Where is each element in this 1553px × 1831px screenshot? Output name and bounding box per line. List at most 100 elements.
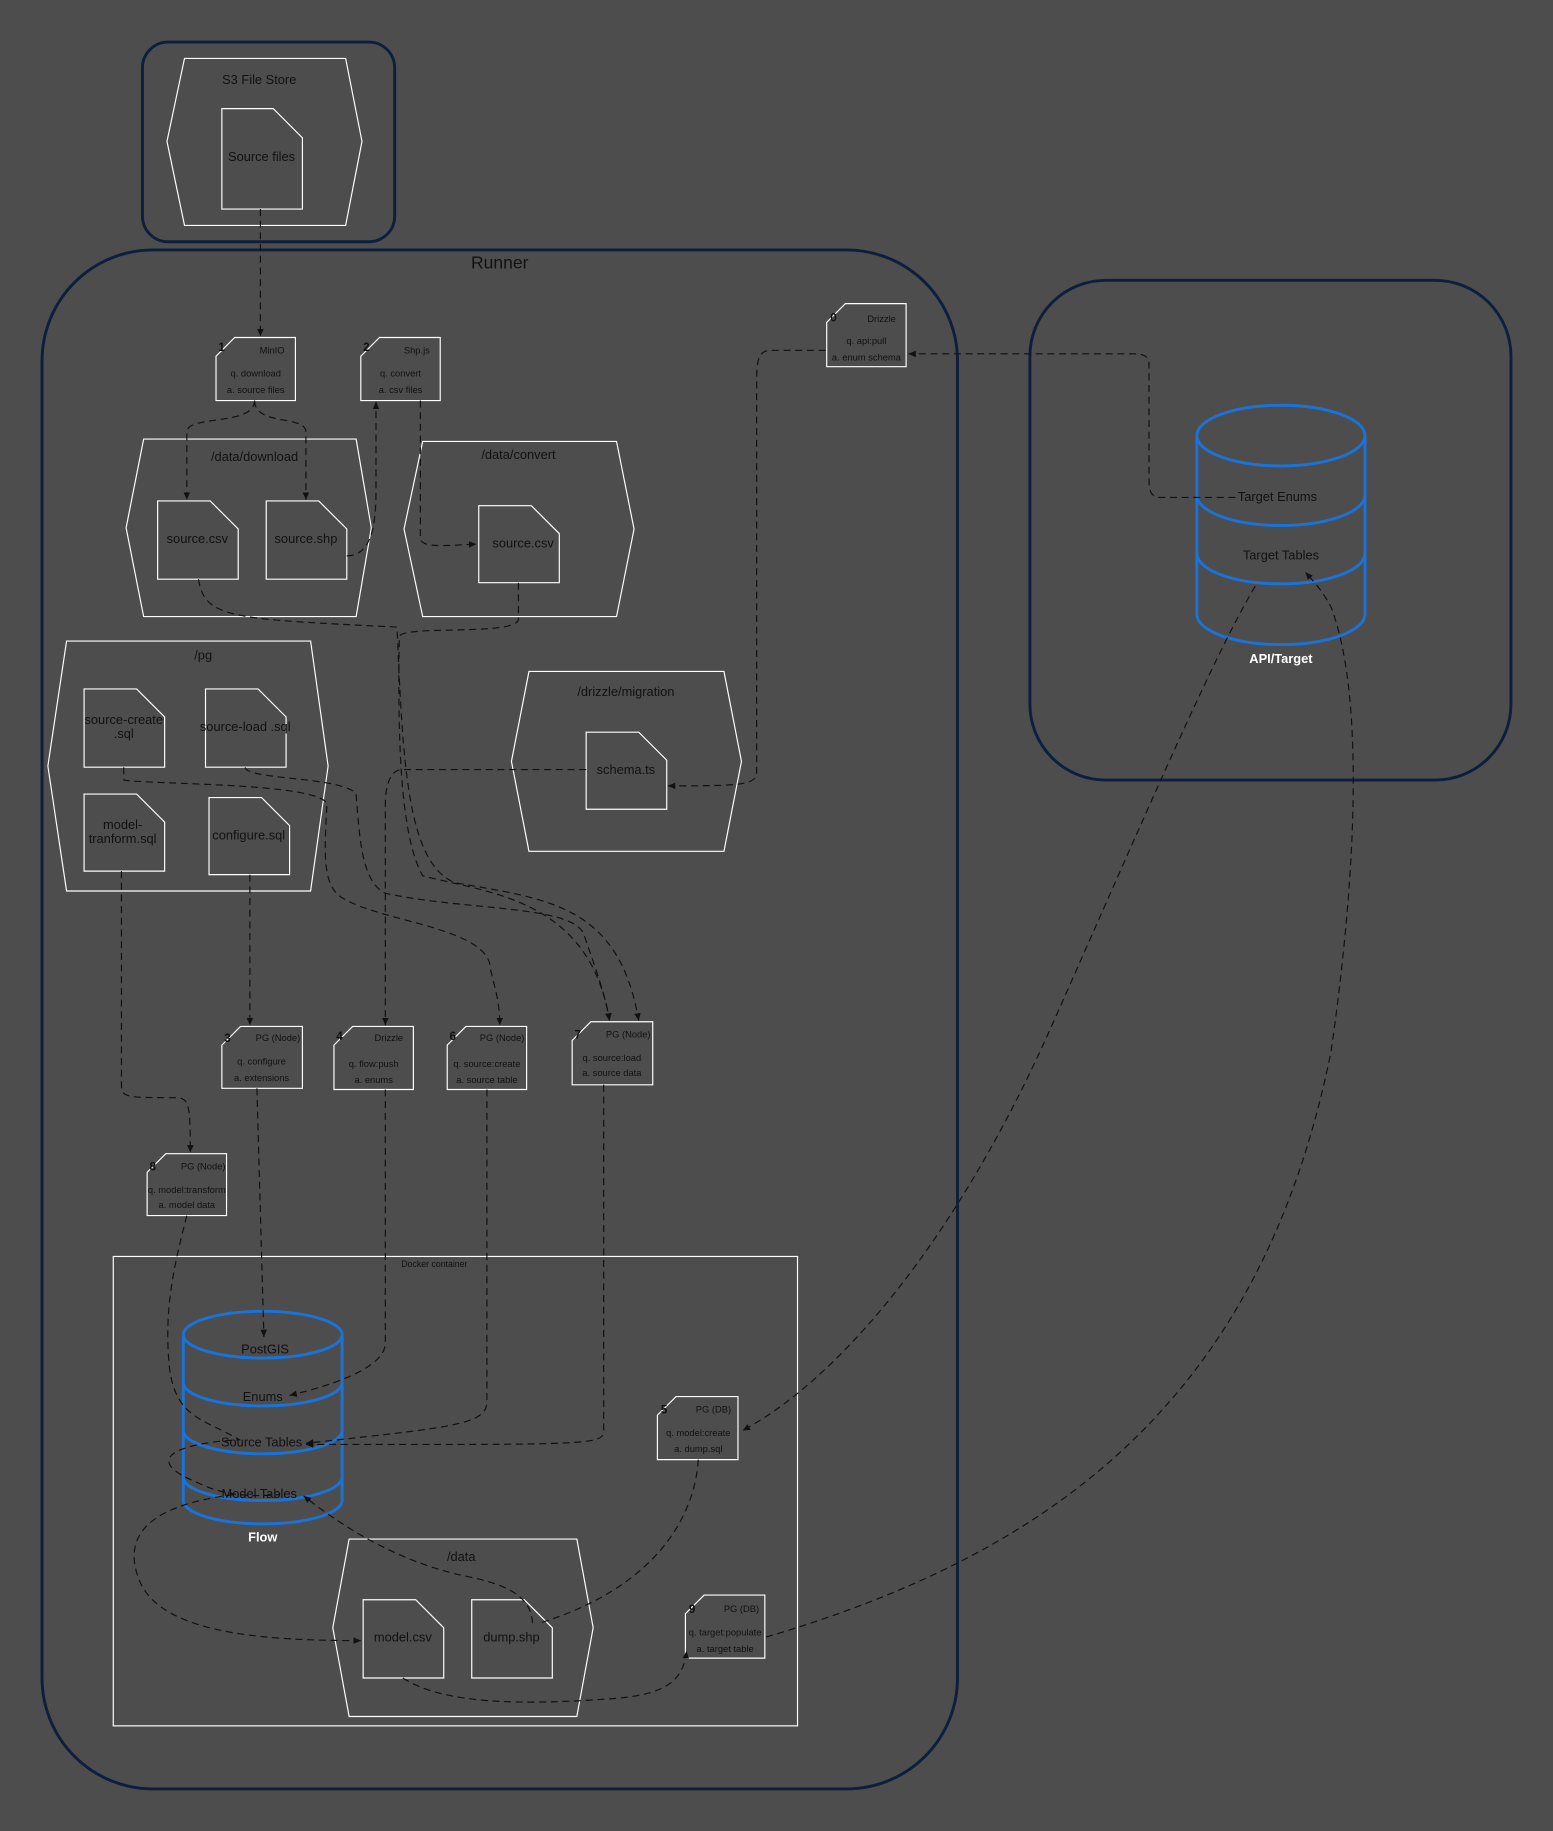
docker-container xyxy=(112,1255,799,1727)
convert-csv-label: source.csv xyxy=(492,537,554,552)
download-shp-label: source.shp xyxy=(274,532,338,547)
step-artifact: a. source data xyxy=(582,1067,642,1079)
step-number: 1 xyxy=(218,341,225,355)
step-artifact: a. source files xyxy=(226,384,285,396)
s3-folder-shape xyxy=(166,57,363,226)
step-artifact: a. target table xyxy=(696,1643,754,1655)
connector-minio-to-download-shp xyxy=(253,400,310,500)
connector-model-csv-to-step9 xyxy=(402,1651,689,1703)
step-tool: Drizzle xyxy=(374,1032,404,1044)
connector-schema-to-step4 xyxy=(382,768,587,1026)
connector-target-tables-to-step5 xyxy=(742,585,1256,1431)
dump-shp-label: dump.shp xyxy=(483,1631,540,1646)
step-card-shape xyxy=(826,303,907,368)
step-query: q. configure xyxy=(237,1056,286,1067)
file-shape xyxy=(204,688,287,768)
file-shape xyxy=(83,793,166,872)
flow-db-postgis: PostGIS xyxy=(241,1342,289,1357)
target-db-cylinder xyxy=(1195,403,1367,647)
s3-title: S3 File Store xyxy=(222,73,297,88)
file-shape xyxy=(83,688,166,768)
drizzle-folder-title: /drizzle/migration xyxy=(577,685,675,700)
step-query: q. download xyxy=(230,368,281,380)
data-folder-title: /data xyxy=(446,1550,476,1565)
step-tool: PG (DB) xyxy=(695,1404,732,1415)
step-query: q. api:pull xyxy=(846,335,887,347)
connector-step5-to-dump xyxy=(539,1459,699,1624)
step-artifact: a. source table xyxy=(456,1074,518,1086)
connector-target-enums-to-drizzle-pull xyxy=(908,350,1236,499)
connector-source-create-to-step6 xyxy=(123,767,504,1026)
step-query: q. source:load xyxy=(582,1052,642,1064)
step-number: 6 xyxy=(449,1030,457,1044)
download-folder-title: /data/download xyxy=(210,450,299,465)
file-shape xyxy=(362,1599,445,1679)
step-artifact: a. extensions xyxy=(234,1072,290,1084)
step-query: q. source:create xyxy=(453,1058,521,1070)
target-db-tables: Target Tables xyxy=(1242,548,1320,563)
target-db-enums: Target Enums xyxy=(1237,490,1318,505)
connector-drizzle-pull-to-schema xyxy=(667,349,826,790)
step-artifact: a. model data xyxy=(158,1199,216,1211)
step-artifact: a. enum schema xyxy=(831,352,901,363)
target-db-caption: API/Target xyxy=(1249,652,1313,667)
drizzle-folder-shape xyxy=(510,670,743,852)
step-number: 2 xyxy=(363,341,370,355)
data-folder-shape xyxy=(332,1538,594,1718)
file-shape xyxy=(585,731,668,810)
model-csv-label: model.csv xyxy=(373,1631,432,1646)
step-number: 0 xyxy=(830,312,837,326)
file-shape xyxy=(471,1599,553,1679)
flow-db-source-tables: Source Tables xyxy=(220,1436,303,1451)
connector-step7-to-source-tables xyxy=(305,1084,605,1448)
connector-step4-to-enums xyxy=(289,1089,386,1397)
step-query: q. target:populate xyxy=(688,1627,762,1638)
connector-download-csv-to-step7 xyxy=(197,579,641,1021)
file-shape xyxy=(208,796,291,876)
download-folder-shape xyxy=(125,438,372,618)
connector-model-transform-to-step8 xyxy=(120,871,194,1153)
file-shape xyxy=(221,108,304,210)
step-tool: PG (Node) xyxy=(180,1161,226,1172)
step-artifact: a. csv files xyxy=(378,384,423,396)
step-card-shape xyxy=(360,336,441,402)
target-container xyxy=(1028,278,1513,782)
model-transform-sql-label: model- tranform.sql xyxy=(88,818,157,847)
runner-title: Runner xyxy=(471,253,529,273)
step-query: q. flow:push xyxy=(348,1058,399,1070)
step-card-shape xyxy=(221,1025,304,1089)
connector-download-shp-to-shpjs xyxy=(346,401,380,557)
connector-step3-to-postgis xyxy=(256,1088,267,1338)
step-number: 3 xyxy=(224,1032,231,1046)
source-create-sql-label: source-create .sql xyxy=(84,713,164,742)
step-number: 4 xyxy=(336,1030,343,1044)
step-tool: MinIO xyxy=(259,345,285,356)
s3-container xyxy=(140,40,397,244)
step-tool: PG (DB) xyxy=(723,1603,760,1615)
step-query: q. model:create xyxy=(666,1427,731,1439)
pg-folder-shape xyxy=(47,640,329,892)
pg-folder-title: /pg xyxy=(194,649,213,664)
step-number: 5 xyxy=(660,1404,668,1417)
step-card-shape xyxy=(684,1594,766,1659)
download-csv-label: source.csv xyxy=(166,532,229,547)
step-tool: PG (Node) xyxy=(255,1032,301,1044)
docker-title: Docker container xyxy=(401,1258,468,1270)
connector-model-tables-to-model-csv xyxy=(133,1494,361,1644)
step-tool: PG (Node) xyxy=(479,1032,525,1044)
file-shape xyxy=(265,500,348,580)
source-files-label: Source files xyxy=(227,150,296,165)
step-card-shape xyxy=(446,1025,528,1091)
step-number: 9 xyxy=(688,1603,696,1617)
connector-dump-to-model-tables xyxy=(303,1495,534,1624)
source-load-sql-label: source-load .sql xyxy=(199,720,291,735)
convert-folder-shape xyxy=(403,440,635,618)
connector-convert-csv-to-step7 xyxy=(398,582,612,1021)
configure-sql-label: configure.sql xyxy=(212,828,286,844)
step-card-shape xyxy=(215,336,297,402)
step-query: q. model:transform xyxy=(147,1184,226,1196)
step-number: 8 xyxy=(149,1161,156,1175)
convert-folder-title: /data/convert xyxy=(481,448,556,463)
